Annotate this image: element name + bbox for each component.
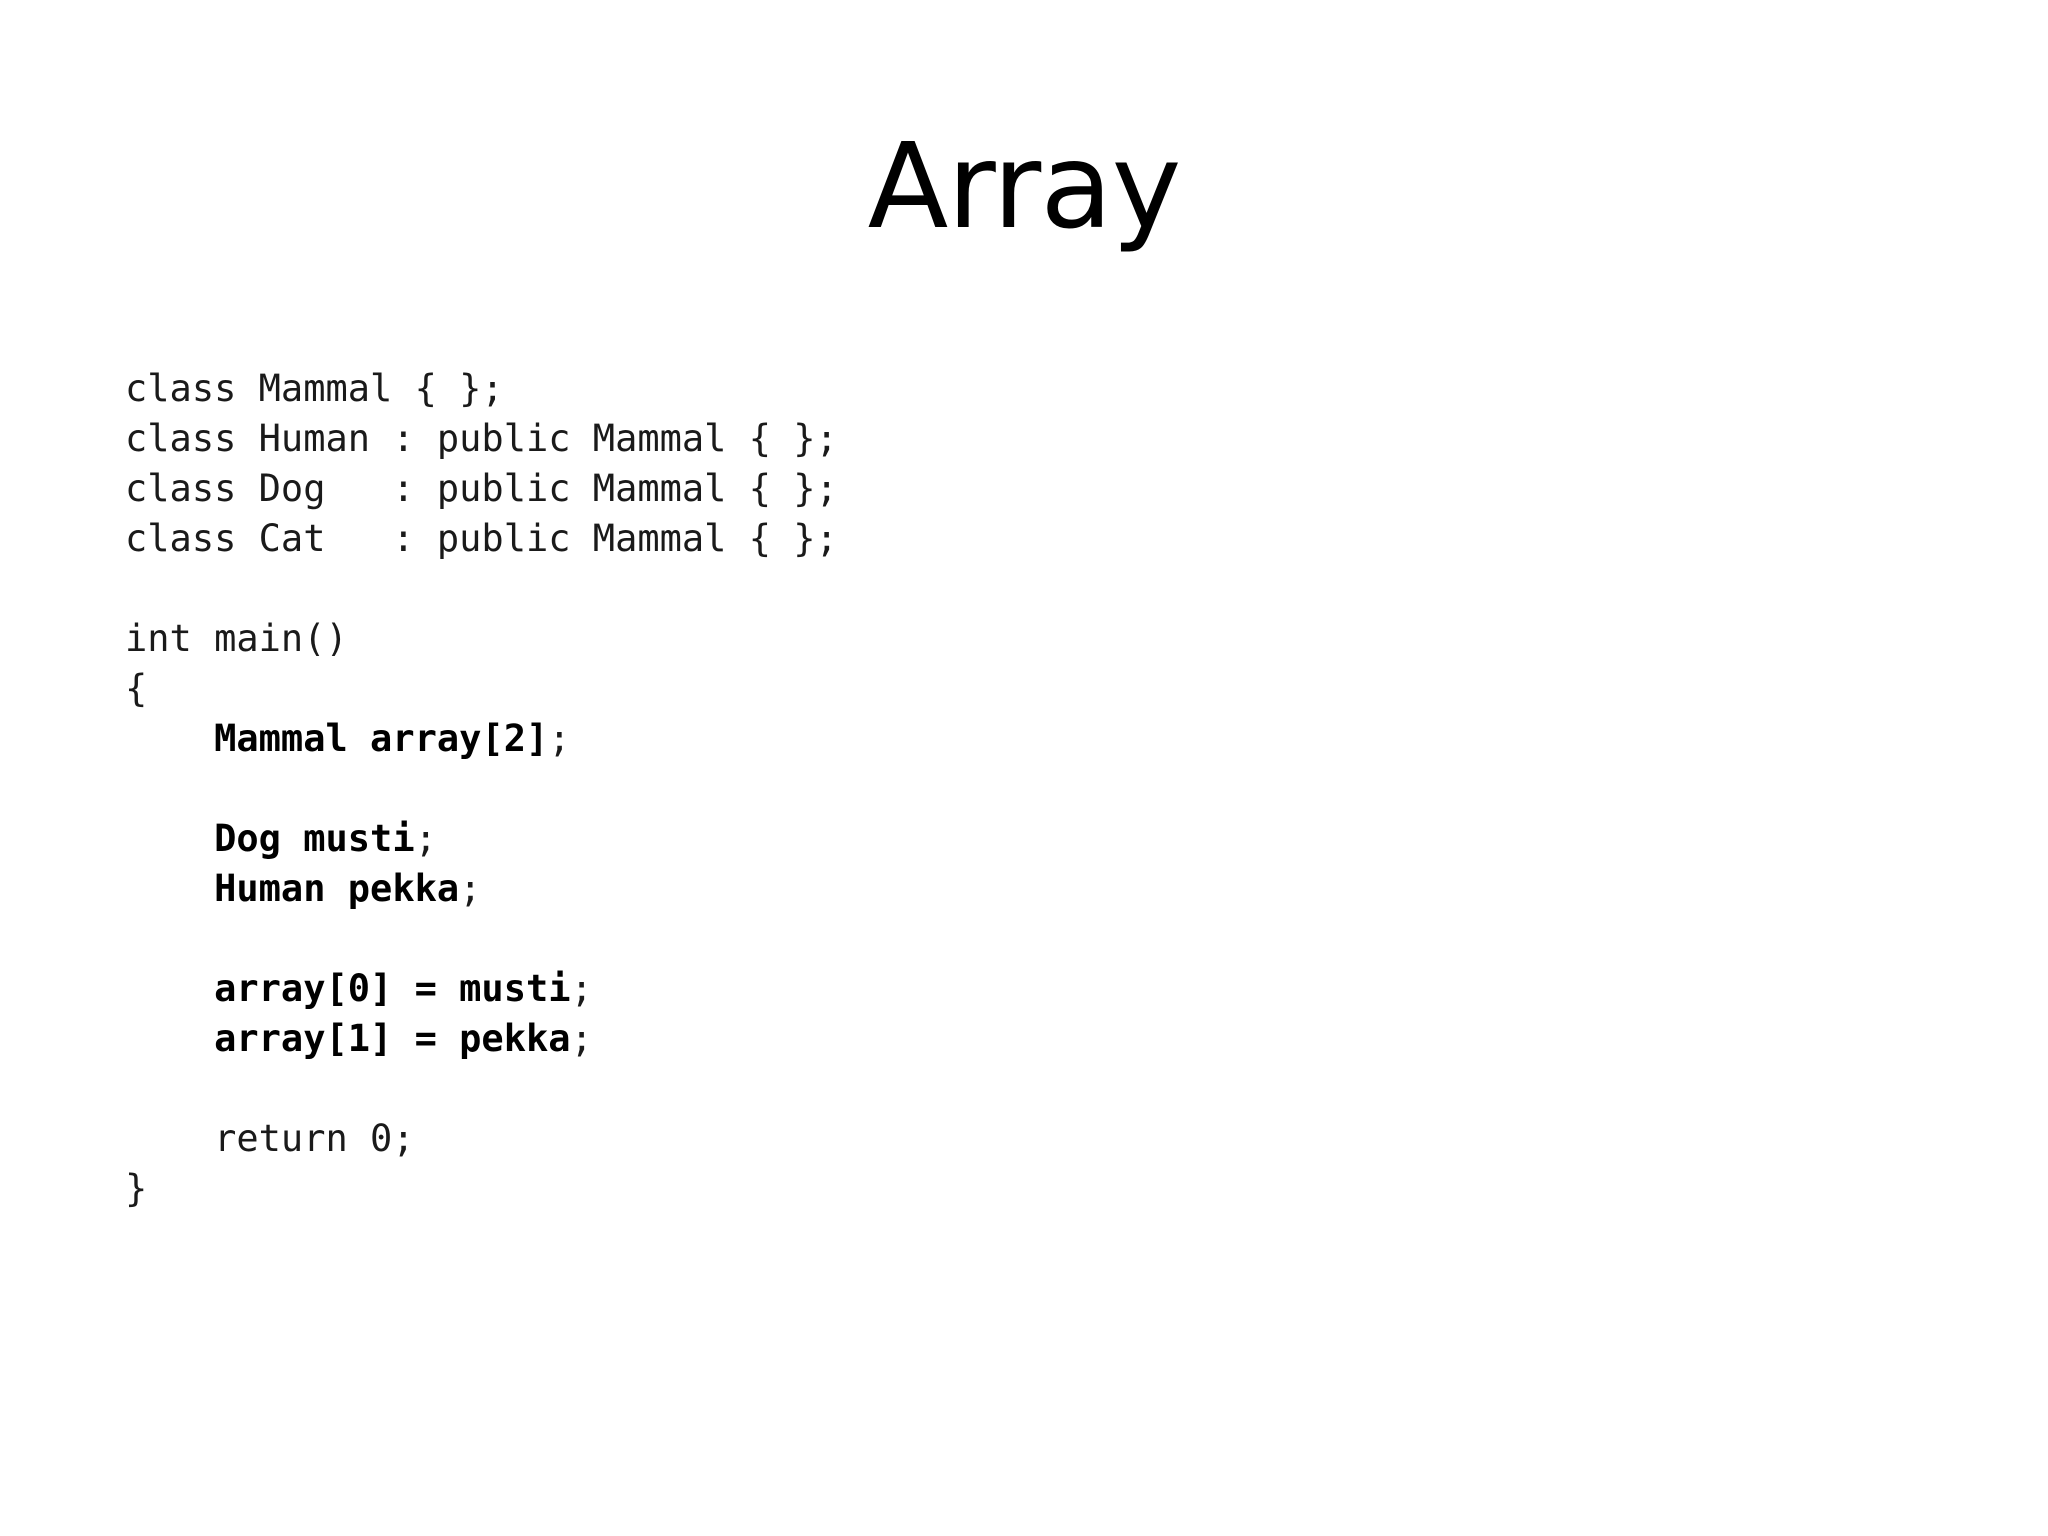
code-token bbox=[125, 867, 214, 910]
code-token: ; bbox=[570, 1017, 593, 1060]
code-line: int main() bbox=[125, 614, 838, 664]
code-token bbox=[125, 1017, 214, 1060]
code-token-emphasis: array[0] = musti bbox=[214, 967, 571, 1010]
code-token: return 0; bbox=[125, 1117, 415, 1160]
code-line bbox=[125, 1064, 838, 1114]
code-token: ; bbox=[459, 867, 482, 910]
page-title: Array bbox=[867, 117, 1182, 255]
code-token: class Dog : public Mammal { }; bbox=[125, 467, 838, 510]
code-line: array[1] = pekka; bbox=[125, 1014, 838, 1064]
code-line: Dog musti; bbox=[125, 814, 838, 864]
code-line: class Human : public Mammal { }; bbox=[125, 414, 838, 464]
code-token-emphasis: Dog musti bbox=[214, 817, 415, 860]
code-line: Human pekka; bbox=[125, 864, 838, 914]
code-line bbox=[125, 764, 838, 814]
code-line: { bbox=[125, 664, 838, 714]
code-block: class Mammal { }; class Human : public Ma… bbox=[125, 364, 838, 1214]
code-line: class Cat : public Mammal { }; bbox=[125, 514, 838, 564]
code-line: class Dog : public Mammal { }; bbox=[125, 464, 838, 514]
code-token-emphasis: Mammal array[2] bbox=[214, 717, 549, 760]
code-token: int main() bbox=[125, 617, 348, 660]
code-token: ; bbox=[570, 967, 593, 1010]
code-token-emphasis: array[1] = pekka bbox=[214, 1017, 571, 1060]
code-token bbox=[125, 817, 214, 860]
code-line bbox=[125, 564, 838, 614]
code-line: array[0] = musti; bbox=[125, 964, 838, 1014]
code-line: } bbox=[125, 1164, 838, 1214]
code-token: class Mammal { }; bbox=[125, 367, 504, 410]
code-line bbox=[125, 914, 838, 964]
code-token bbox=[125, 967, 214, 1010]
code-line: Mammal array[2]; bbox=[125, 714, 838, 764]
code-token: ; bbox=[414, 817, 437, 860]
code-token: { bbox=[125, 667, 148, 710]
code-token-emphasis: Human pekka bbox=[214, 867, 460, 910]
code-token: class Human : public Mammal { }; bbox=[125, 417, 838, 460]
code-token: class Cat : public Mammal { }; bbox=[125, 517, 838, 560]
code-token: ; bbox=[548, 717, 571, 760]
code-token: } bbox=[125, 1167, 148, 1210]
code-token bbox=[125, 717, 214, 760]
code-line: return 0; bbox=[125, 1114, 838, 1164]
code-line: class Mammal { }; bbox=[125, 364, 838, 414]
